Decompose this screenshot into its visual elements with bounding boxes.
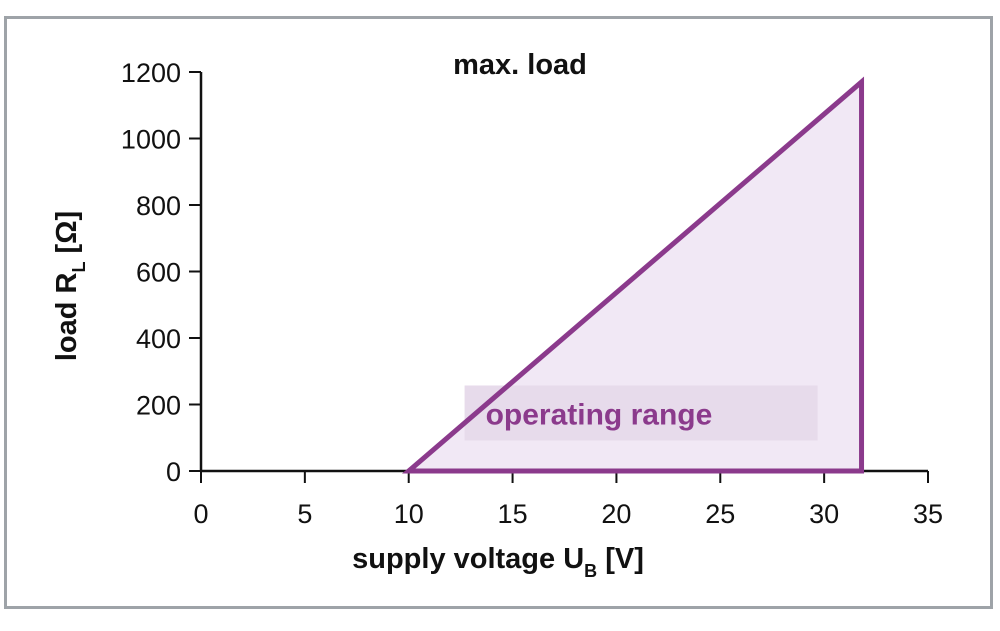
x-tick-label: 15	[498, 499, 528, 529]
x-tick-label: 25	[705, 499, 735, 529]
y-tick-label: 1200	[121, 58, 181, 88]
y-tick-label: 0	[166, 457, 181, 487]
x-axis-title: supply voltage UB [V]	[352, 543, 644, 581]
operating-range-label-box	[464, 385, 818, 441]
chart-frame	[4, 16, 993, 609]
x-tick-label: 35	[913, 499, 943, 529]
x-tick-label: 10	[394, 499, 424, 529]
x-tick-label: 5	[297, 499, 312, 529]
x-tick-label: 20	[601, 499, 631, 529]
x-tick-label: 30	[809, 499, 839, 529]
x-axis-title-main: supply voltage U	[352, 543, 584, 575]
y-tick-label: 800	[136, 191, 181, 221]
x-axis-title-subscript: B	[584, 561, 597, 581]
chart-title: max. load	[453, 49, 587, 81]
y-axis-title-subscript: L	[69, 262, 89, 273]
y-tick-label: 400	[136, 324, 181, 354]
y-axis-title-main: load R	[51, 272, 83, 361]
y-axis-title-unit: [Ω]	[51, 211, 83, 262]
y-axis-title: load RL [Ω]	[51, 211, 89, 361]
x-tick-label: 0	[193, 499, 208, 529]
max-load-boundary	[401, 76, 865, 474]
y-tick-label: 600	[136, 258, 181, 288]
y-tick-label: 200	[136, 391, 181, 421]
x-axis-title-unit: [V]	[597, 543, 644, 575]
y-tick-label: 1000	[121, 125, 181, 155]
operating-range-label: operating range	[486, 398, 713, 431]
